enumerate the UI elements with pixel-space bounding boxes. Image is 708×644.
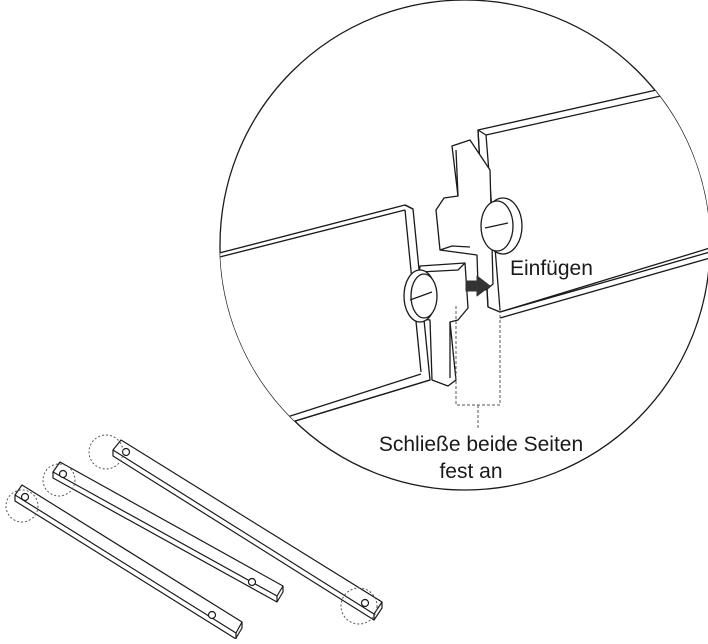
strap-long-end-a-highlight: [88, 434, 124, 470]
fasten-label-line2: fest an: [439, 460, 502, 483]
right-connector-tab: [435, 139, 494, 291]
insert-arrow: [465, 275, 491, 297]
left-cam-lock: [403, 269, 438, 323]
right-cam-lock: [480, 197, 523, 255]
strap-middle: [42, 461, 284, 603]
strap-middle-end-highlight: [42, 463, 76, 497]
insert-label: Einfügen: [510, 257, 593, 280]
fasten-label-line1: Schließe beide Seiten: [379, 433, 583, 456]
strap-short-end-highlight: [5, 489, 39, 523]
fasten-callout-box: [455, 306, 501, 430]
strap-short: [5, 484, 243, 640]
strap-long-end-b-highlight: [340, 587, 378, 625]
strap-long: [88, 434, 383, 625]
